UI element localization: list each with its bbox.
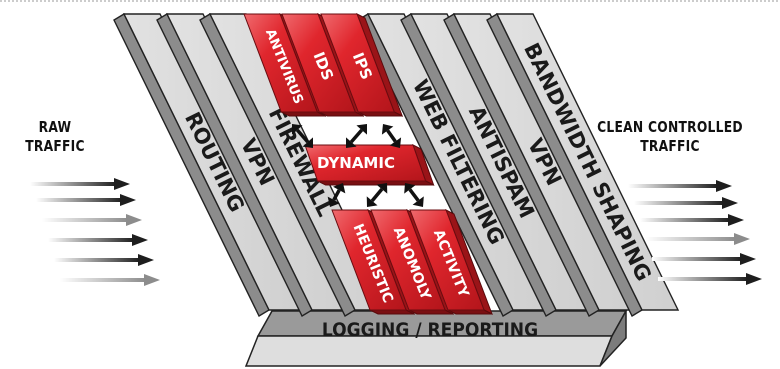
clean-traffic-arrow-0 xyxy=(628,180,732,192)
connector-arrow-top-0 xyxy=(292,124,313,148)
clean-traffic-label: CLEAN CONTROLLED TRAFFIC xyxy=(588,118,752,156)
middle-engine-label: DYNAMIC xyxy=(317,154,395,172)
clean-traffic-arrow-1 xyxy=(634,197,738,209)
connector-arrow-bottom-2 xyxy=(404,183,424,207)
raw-traffic-line2: TRAFFIC xyxy=(25,137,85,155)
raw-traffic-label: RAW TRAFFIC xyxy=(10,118,100,156)
raw-traffic-arrow-3 xyxy=(48,234,148,246)
connector-arrow-top-1 xyxy=(346,124,367,148)
clean-traffic-arrow-2 xyxy=(640,214,744,226)
clean-traffic-arrow-3 xyxy=(646,233,750,245)
connector-arrow-bottom-1 xyxy=(366,183,388,207)
clean-traffic-line1: CLEAN CONTROLLED xyxy=(597,118,743,136)
connector-arrow-top-2 xyxy=(381,124,402,148)
raw-traffic-arrow-4 xyxy=(54,254,154,266)
connector-arrow-bottom-0 xyxy=(327,183,346,207)
raw-traffic-line1: RAW xyxy=(38,118,72,136)
clean-traffic-arrow-4 xyxy=(652,253,756,265)
clean-traffic-arrow-5 xyxy=(658,273,762,285)
middle-engine: DYNAMIC xyxy=(304,144,435,186)
raw-traffic-arrow-5 xyxy=(60,274,160,286)
raw-traffic-arrow-0 xyxy=(30,178,130,190)
clean-traffic-line2: TRAFFIC xyxy=(640,137,700,155)
traffic-arrows xyxy=(30,178,762,286)
raw-traffic-arrow-2 xyxy=(42,214,142,226)
raw-traffic-arrow-1 xyxy=(36,194,136,206)
base-label: LOGGING / REPORTING xyxy=(322,319,538,341)
logging-reporting-base: LOGGING / REPORTING xyxy=(244,308,628,367)
top-engine-2: IPS xyxy=(320,12,404,118)
